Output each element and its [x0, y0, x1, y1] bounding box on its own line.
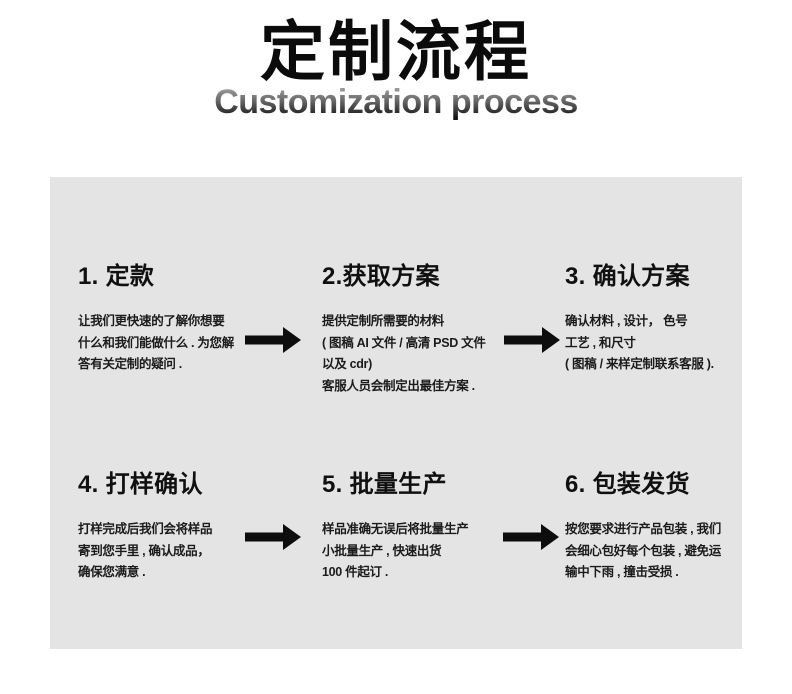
step-description-line: 提供定制所需要的材料	[322, 314, 445, 328]
step-title: 2.获取方案	[322, 263, 440, 290]
step-description-line: 工艺 , 和尺寸	[565, 335, 636, 350]
step-description: 样品准确无误后将批量生产 小批量生产 , 快速出货 100 件起订 .	[322, 519, 518, 584]
step-description-line: ( 图稿 AI 文件 / 高清 PSD 文件	[322, 335, 486, 350]
step-description-line: 以及 cdr)	[322, 357, 372, 371]
step-description-line: 样品准确无误后将批量生产	[322, 522, 469, 536]
step-description: 提供定制所需要的材料 ( 图稿 AI 文件 / 高清 PSD 文件 以及 cdr…	[322, 311, 518, 397]
process-step-2: 2.获取方案 提供定制所需要的材料 ( 图稿 AI 文件 / 高清 PSD 文件…	[322, 262, 518, 397]
page-title: 定制流程	[259, 15, 532, 88]
step-description-line: 按您要求进行产品包装 , 我们	[565, 522, 721, 536]
step-description: 确认材料 , 设计， 色号 工艺 , 和尺寸 ( 图稿 / 来样定制联系客服 )…	[565, 311, 747, 376]
process-step-3: 3. 确认方案 确认材料 , 设计， 色号 工艺 , 和尺寸 ( 图稿 / 来样…	[565, 262, 747, 376]
step-description-line: 打样完成后我们会将样品	[78, 522, 213, 536]
step-title: 1. 定款	[78, 263, 155, 290]
step-description-line: 100 件起订 .	[322, 565, 389, 579]
arrow-right-icon	[245, 327, 301, 353]
step-title: 4. 打样确认	[78, 471, 203, 498]
process-step-1: 1. 定款 让我们更快速的了解你想要 什么和我们能做什么 . 为您解 答有关定制…	[78, 262, 260, 376]
arrow-right-icon	[503, 524, 559, 550]
step-description-line: ( 图稿 / 来样定制联系客服 ).	[565, 357, 714, 371]
process-step-6: 6. 包装发货 按您要求进行产品包装 , 我们 会细心包好每个包装 , 避免运 …	[565, 470, 749, 584]
step-description-line: 答有关定制的疑问 .	[78, 357, 182, 371]
step-description-line: 什么和我们能做什么 . 为您解	[78, 335, 234, 350]
step-description-line: 寄到您手里 , 确认成品，	[78, 543, 210, 558]
step-description: 让我们更快速的了解你想要 什么和我们能做什么 . 为您解 答有关定制的疑问 .	[78, 311, 260, 376]
step-description-line: 会细心包好每个包装 , 避免运	[565, 543, 721, 558]
process-step-4: 4. 打样确认 打样完成后我们会将样品 寄到您手里 , 确认成品， 确保您满意 …	[78, 470, 260, 584]
step-description-line: 小批量生产 , 快速出货	[322, 543, 442, 558]
process-panel: 1. 定款 让我们更快速的了解你想要 什么和我们能做什么 . 为您解 答有关定制…	[50, 177, 742, 649]
process-step-5: 5. 批量生产 样品准确无误后将批量生产 小批量生产 , 快速出货 100 件起…	[322, 470, 518, 584]
step-description: 按您要求进行产品包装 , 我们 会细心包好每个包装 , 避免运 输中下雨 , 撞…	[565, 519, 749, 584]
step-title: 3. 确认方案	[565, 263, 690, 290]
step-description-line: 输中下雨 , 撞击受损 .	[565, 565, 679, 579]
step-description-line: 确认材料 , 设计， 色号	[565, 314, 688, 328]
arrow-right-icon	[504, 327, 560, 353]
page-subtitle: Customization process	[0, 82, 792, 122]
step-description-line: 让我们更快速的了解你想要	[78, 314, 225, 328]
page-header: 定制流程 Customization process	[0, 16, 792, 122]
step-title: 5. 批量生产	[322, 471, 447, 498]
arrow-right-icon	[245, 524, 301, 550]
step-title: 6. 包装发货	[565, 471, 690, 498]
step-description: 打样完成后我们会将样品 寄到您手里 , 确认成品， 确保您满意 .	[78, 519, 260, 584]
step-description-line: 确保您满意 .	[78, 565, 146, 579]
step-description-line: 客服人员会制定出最佳方案 .	[322, 378, 475, 393]
